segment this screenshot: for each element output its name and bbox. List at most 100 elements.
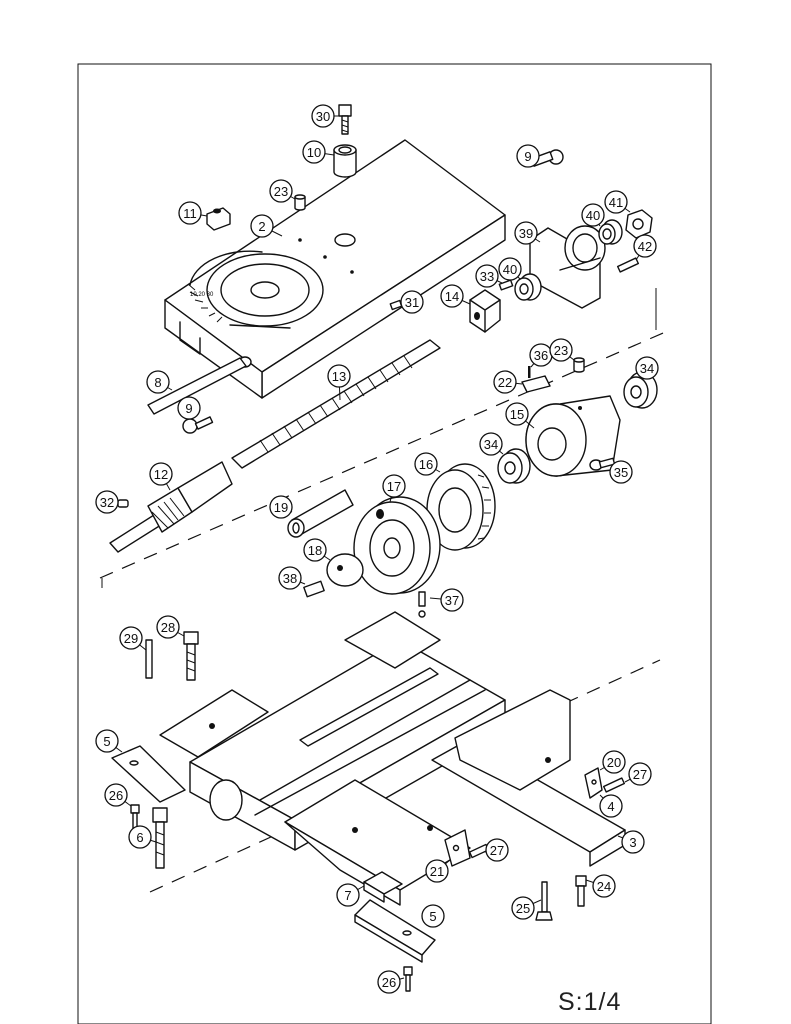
callout-40: 40 [581,203,605,227]
callout-number: 7 [344,888,351,903]
callout-28: 28 [156,615,185,639]
screw-25 [535,881,553,921]
callout-circle [628,762,652,786]
callout-number: 3 [629,835,636,850]
callout-number: 13 [332,369,346,384]
callout-8: 8 [146,370,173,394]
callout-7: 7 [336,883,365,907]
callout-17: 17 [382,474,406,503]
callout-number: 8 [154,375,161,390]
callout-5: 5 [421,904,445,928]
callout-circle [269,179,293,203]
callout-circle [493,370,517,394]
gib-8 [147,357,247,415]
callout-3: 3 [617,830,645,854]
callout-number: 29 [124,631,138,646]
handwheel-hub-15 [525,395,621,477]
callout-circle [156,615,180,639]
callout-number: 12 [154,467,168,482]
callout-number: 11 [183,206,197,221]
callout-34: 34 [635,356,659,380]
t-nut-11 [206,207,231,231]
nut-block-14 [469,289,501,333]
callout-number: 39 [519,226,533,241]
callout-number: 35 [614,465,628,480]
callout-circle [128,825,152,849]
callout-40: 40 [498,257,522,281]
callout-circle [514,221,538,245]
screw-6 [152,807,168,869]
callout-circle [269,495,293,519]
callout-2: 2 [250,214,283,238]
screw-24 [575,875,587,907]
lead-screw-13 [231,339,441,469]
callout-circle [95,729,119,753]
callout-number: 9 [185,401,192,416]
callout-number: 5 [103,734,110,749]
callout-circle [440,284,464,308]
callout-36: 36 [529,343,553,368]
callout-circle [336,883,360,907]
callout-number: 15 [510,407,524,422]
callout-number: 40 [503,262,517,277]
callout-number: 38 [283,571,297,586]
bearing-34b [497,448,531,484]
pin-29 [145,639,153,679]
callout-16: 16 [414,452,441,476]
callout-18: 18 [303,538,331,562]
bracket-21 [444,829,471,867]
spring-37 [418,591,426,618]
screw-35 [589,457,616,471]
dial-16 [426,463,496,551]
callout-27: 27 [624,762,652,786]
screw-33 [498,279,514,291]
callout-number: 24 [597,879,611,894]
callout-circle [377,970,401,994]
callout-37: 37 [429,588,464,612]
callout-circle [146,370,170,394]
callout-25: 25 [511,896,542,920]
callout-number: 9 [524,149,531,164]
handwheel-17 [353,496,441,595]
callout-number: 25 [516,901,530,916]
callout-number: 27 [490,843,504,858]
callout-42: 42 [633,234,657,261]
callout-12: 12 [149,462,173,491]
pinion-shaft-12 [109,461,233,553]
saddle-part [159,611,626,906]
callout-23: 23 [269,179,296,203]
callout-circle [278,566,302,590]
callout-number: 41 [609,195,623,210]
callout-circle [549,338,573,362]
callout-5: 5 [95,729,123,753]
bushing-10 [333,144,357,178]
callout-number: 34 [484,437,498,452]
callout-number: 33 [480,269,494,284]
callout-20: 20 [599,750,626,774]
callout-number: 30 [316,109,330,124]
callout-27: 27 [483,838,509,862]
sheet-border [77,63,712,1024]
callout-41: 41 [604,190,631,214]
callout-circle [303,538,327,562]
callout-21: 21 [425,859,451,883]
callout-number: 40 [586,208,600,223]
callout-number: 23 [554,343,568,358]
centre-line-upper [99,329,671,579]
callout-number: 6 [136,830,143,845]
callout-26: 26 [104,783,132,807]
callout-circle [599,794,623,818]
callout-4: 4 [599,794,623,818]
callout-number: 2 [258,219,265,234]
callout-number: 31 [405,295,419,310]
callout-29: 29 [119,626,147,651]
callout-number: 27 [633,767,647,782]
callout-number: 26 [382,975,396,990]
block-7 [363,871,403,903]
handle-19 [287,489,354,538]
callout-number: 26 [109,788,123,803]
bearing-40b [514,273,542,301]
callout-number: 14 [445,289,459,304]
